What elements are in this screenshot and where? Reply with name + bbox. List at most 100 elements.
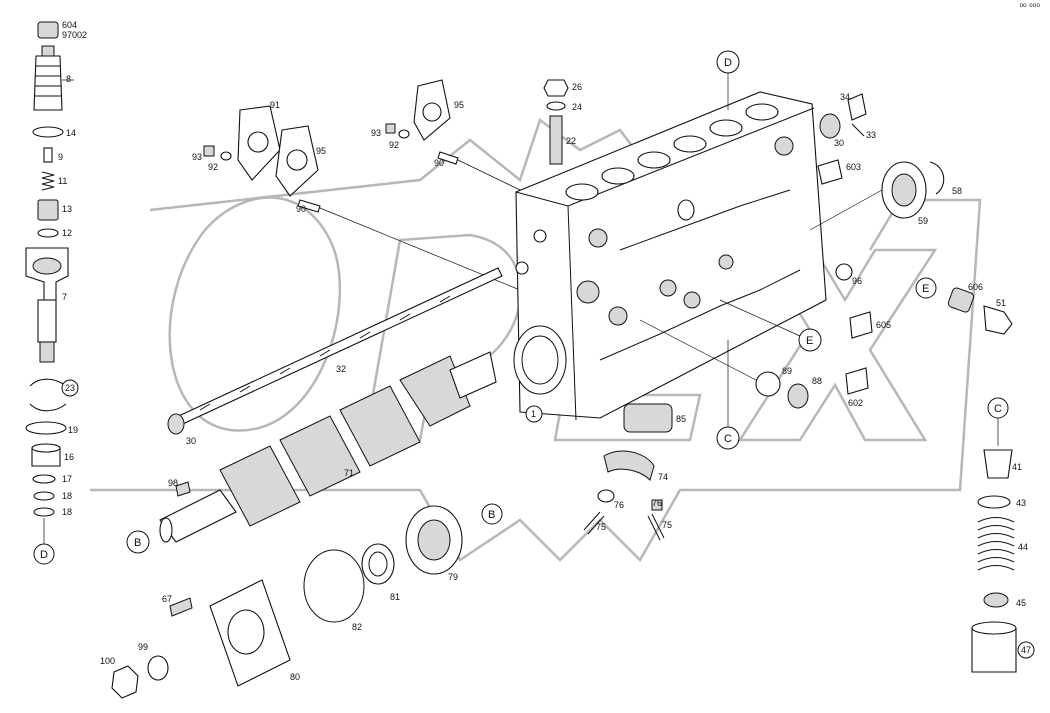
part-sleeve-41: [983, 449, 1013, 479]
callout-602: 602: [848, 398, 863, 408]
part-valve-holder-8: [33, 55, 63, 111]
leader-E-block: [719, 299, 801, 337]
ref-C-block-label: C: [724, 433, 732, 445]
bore-3: [637, 151, 671, 169]
part-screw-75b: [647, 513, 665, 541]
part-tab-602: [845, 367, 869, 395]
bearing-flange-group: B 79 81 82 80 67 99 100: [100, 503, 503, 699]
part-circlip-58: [929, 161, 945, 195]
part-plunger-7: [39, 341, 55, 363]
callout-75a: 75: [596, 522, 606, 532]
callout-92b: 92: [389, 140, 399, 150]
callout-33: 33: [866, 130, 876, 140]
callout-74: 74: [658, 472, 668, 482]
ref-E-right: [915, 277, 937, 299]
part-washer-43: [977, 495, 1011, 509]
gasket-95a-hole: [286, 149, 308, 171]
callout-71: 71: [344, 468, 354, 478]
part-seal-89: [755, 371, 781, 397]
callout-603: 603: [846, 162, 861, 172]
callout-606: 606: [968, 282, 983, 292]
callout-90b: 90: [434, 158, 444, 168]
port-3: [608, 306, 628, 326]
callout-30b: 30: [186, 436, 196, 446]
callout-76b: 76: [652, 498, 662, 508]
leader-59: [809, 189, 883, 231]
part-tab-605: [849, 311, 873, 339]
callout-99: 99: [138, 642, 148, 652]
holder-top: [41, 45, 55, 57]
callout-47: 47: [1021, 645, 1031, 655]
part-606: [947, 287, 975, 313]
part-screw-67: [169, 597, 193, 617]
callout-85: 85: [676, 414, 686, 424]
part-nut-100: [111, 665, 139, 699]
housing-front-edge: [567, 205, 577, 421]
callout-32: 32: [336, 364, 346, 374]
callout-96: 96: [852, 276, 862, 286]
cam-lobe-1: [219, 445, 301, 527]
part-tappet-47: [971, 627, 1017, 673]
callout-12: 12: [62, 228, 72, 238]
bubble-47: [1017, 641, 1035, 659]
part-screw-75a: [583, 511, 605, 535]
callout-13: 13: [62, 204, 72, 214]
bubble-1: [525, 405, 543, 423]
gasket-group-left: 91 95 93 92 90: [192, 100, 521, 291]
gasket-group-center: 95 93 92 90: [371, 79, 521, 191]
ref-E-right-label: E: [922, 283, 929, 295]
callout-79: 79: [448, 572, 458, 582]
watermark-letter-o: [168, 196, 342, 432]
part-washer-92a: [220, 151, 232, 161]
watermark-letter-x: [737, 248, 938, 442]
housing-hole-b: [515, 261, 529, 275]
housing-hole-a: [533, 229, 547, 243]
holder-thread-lines: [35, 65, 61, 97]
part-washer-12: [37, 228, 59, 238]
part-washer-92b: [398, 129, 410, 139]
watermark-outline-top: [149, 117, 651, 212]
part-seal-81: [361, 543, 395, 585]
part-plug-85: [623, 403, 673, 433]
part-76a: [597, 489, 615, 503]
part-washer-18b: [33, 507, 55, 517]
callout-93a: 93: [192, 152, 202, 162]
callout-80: 80: [290, 672, 300, 682]
callout-43: 43: [1016, 498, 1026, 508]
callout-11: 11: [58, 176, 67, 186]
part-cap-88: [787, 383, 809, 409]
delivery-valve-stack: 604 97002 8 14 9 11 13 12 7 23 19 16 17 …: [25, 20, 87, 565]
callout-8: 8: [66, 74, 71, 84]
page-tag: ⁰⁰ ⁰⁰⁰: [1019, 2, 1040, 12]
callout-98: 98: [168, 478, 178, 488]
callout-30a: 30: [834, 138, 844, 148]
callout-51: 51: [996, 298, 1006, 308]
part-rack-end-30: [167, 413, 185, 435]
part-seal-14: [32, 126, 64, 138]
callout-75b: 75: [662, 520, 672, 530]
housing-inner-rail-2: [619, 189, 791, 251]
ref-B-left: [126, 530, 150, 554]
callout-9: 9: [58, 152, 63, 162]
barrel-flange: [32, 257, 62, 275]
bore-1: [565, 183, 599, 201]
part-nut-26: [543, 79, 569, 97]
part-clip-23b: [29, 403, 67, 412]
ref-B-left-label: B: [134, 537, 141, 549]
part-74: [603, 450, 655, 481]
bubble-23: [61, 379, 79, 397]
port-6: [718, 254, 734, 270]
port-4: [659, 279, 677, 297]
seal-81-inner: [368, 551, 388, 577]
callout-59: 59: [918, 216, 928, 226]
cam-lobe-3: [339, 385, 421, 467]
ref-B-right-label: B: [488, 509, 495, 521]
gasket-95b-hole: [422, 102, 442, 122]
callout-67: 67: [162, 594, 172, 604]
callout-605: 605: [876, 320, 891, 330]
callout-16: 16: [64, 452, 74, 462]
camshaft-end: [159, 517, 173, 543]
part-cam-30: [819, 113, 841, 139]
housing-inner-rail: [599, 269, 801, 361]
